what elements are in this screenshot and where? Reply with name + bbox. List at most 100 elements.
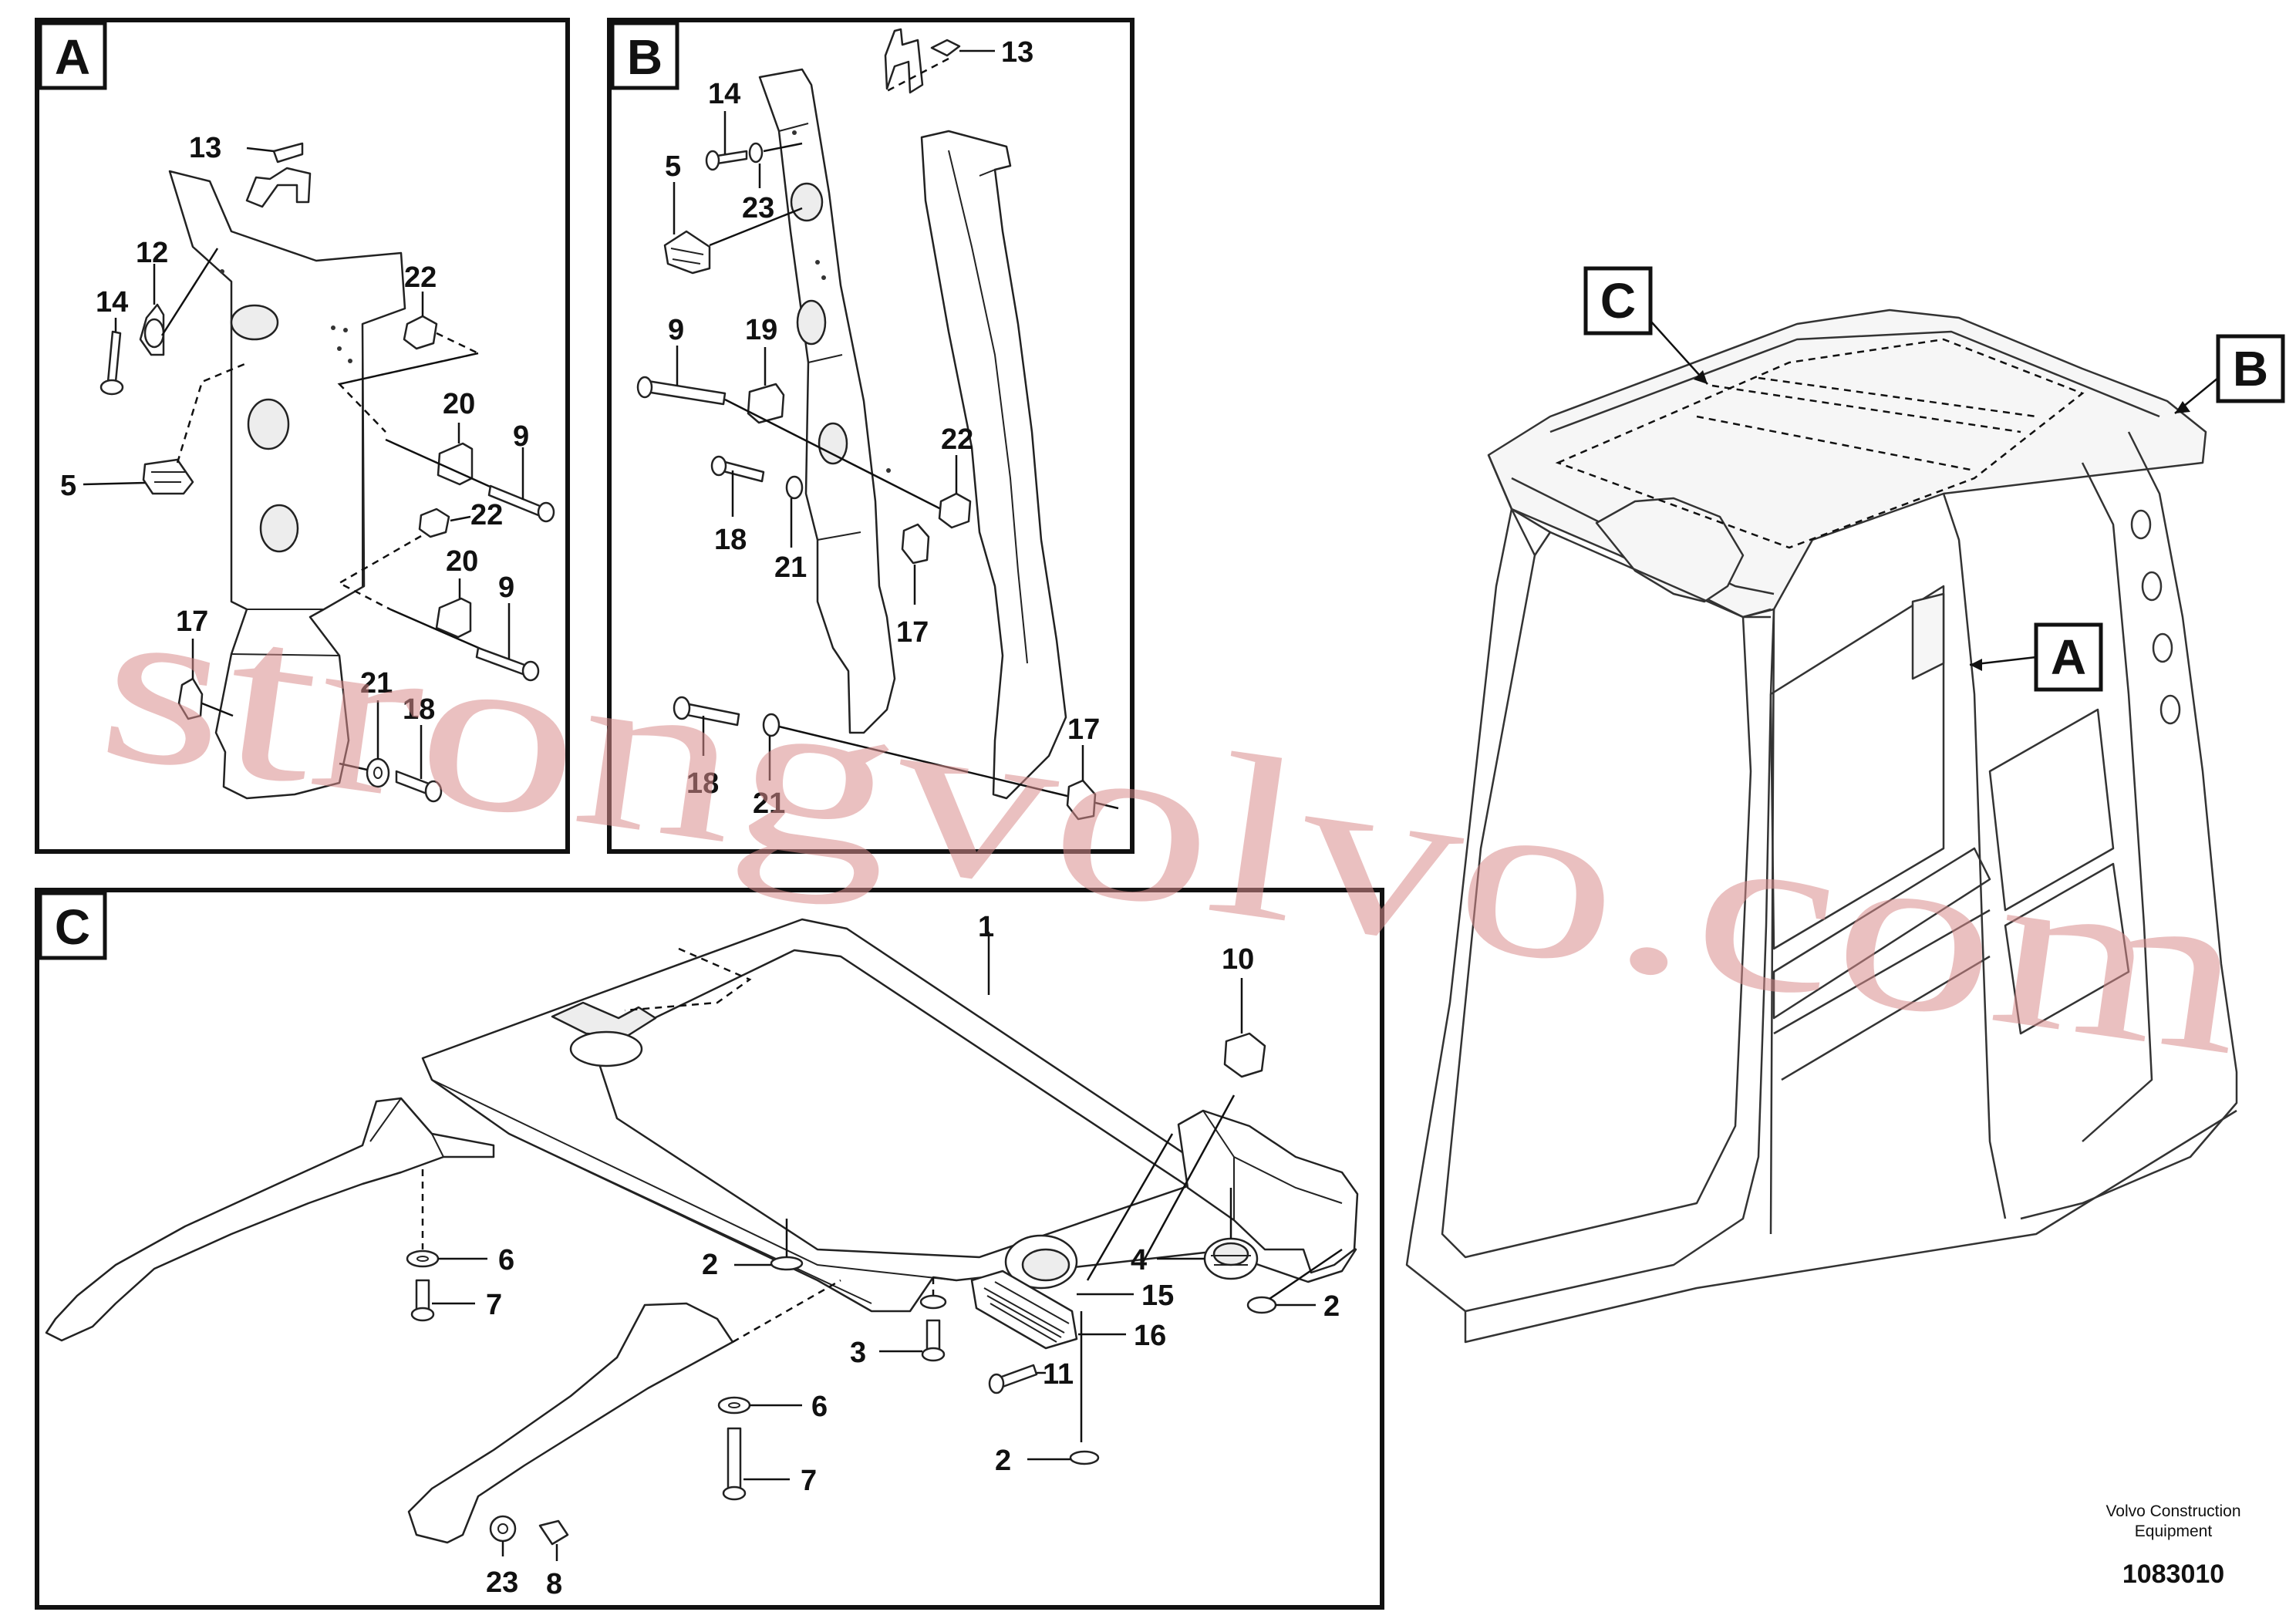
callout-17-b-upper: 17: [896, 616, 929, 649]
callout-2-c-b: 2: [1323, 1290, 1340, 1323]
callout-18-b-upper: 18: [714, 524, 747, 556]
screw-7-c-right: [727, 1427, 742, 1490]
callout-7-c-left: 7: [486, 1289, 502, 1321]
panel-a: A 13 12 14 5 22: [35, 18, 570, 854]
callout-2-c-a: 2: [702, 1249, 718, 1281]
overview-tag-c-box: [1583, 266, 1653, 336]
roof-panel-inner: [592, 949, 1189, 1259]
callout-22-b: 22: [941, 423, 973, 456]
overview-tag-b: B: [2233, 341, 2268, 396]
cab-roof-hatch: [1595, 497, 1745, 603]
callout-3-c: 3: [850, 1337, 866, 1369]
clip-5-a: [142, 458, 194, 495]
panel-a-label: A: [55, 29, 90, 85]
pillar-hole: [796, 299, 827, 346]
overview-tag-a: A: [2051, 629, 2086, 685]
cab-mid-pillar: [1942, 493, 2007, 1219]
nut-22-a-lower: [418, 508, 450, 538]
panel-c: C 1 6 7 2 3: [35, 888, 1384, 1610]
callout-6-c-right: 6: [811, 1391, 828, 1423]
right-roof-trim: [407, 1302, 734, 1544]
callout-23-c: 23: [486, 1566, 518, 1599]
clip-20-a-upper: [437, 442, 474, 486]
callout-9-b: 9: [668, 314, 684, 346]
screw-3-c: [925, 1319, 941, 1351]
callout-14-b: 14: [708, 78, 740, 110]
screw-11-c: [998, 1364, 1038, 1388]
clip-20-a-lower: [435, 597, 472, 639]
callout-11-c: 11: [1043, 1358, 1074, 1391]
cab-panel: [1911, 592, 1945, 680]
nut-22-a-upper: [403, 315, 438, 350]
screw-14-b: [716, 150, 748, 165]
screw-7-c-left: [415, 1279, 430, 1313]
callout-1-c: 1: [978, 911, 994, 943]
panel-b-label: B: [627, 29, 663, 85]
callout-13-b: 13: [1001, 36, 1033, 69]
callout-7-c-right: 7: [801, 1465, 817, 1497]
washer-23-b: [748, 142, 764, 164]
callout-21-a: 21: [360, 667, 393, 700]
callout-10-c: 10: [1222, 943, 1254, 976]
clip-13-b: [930, 39, 961, 57]
callout-17-a: 17: [176, 605, 208, 638]
callout-20-a-lower: 20: [446, 545, 478, 578]
pillar-trim-b-front: [758, 68, 896, 734]
panel-a-label-box: [38, 21, 107, 90]
cab-windshield: [1441, 508, 1752, 1259]
washer-6-c-right: [717, 1396, 751, 1415]
overview-tag-a-box: [2034, 622, 2103, 692]
callout-15-c: 15: [1141, 1280, 1174, 1312]
panel-b-frame: [607, 18, 1135, 854]
callout-21-b-upper: 21: [774, 551, 807, 584]
callout-5-a: 5: [60, 470, 76, 502]
pillar-hole: [818, 422, 848, 465]
callout-4-c: 4: [1131, 1244, 1147, 1276]
panel-b: B 13 14 23 5: [607, 18, 1135, 854]
overview-tag-b-box: [2216, 334, 2285, 403]
air-duct: [1177, 1109, 1359, 1274]
roof-vent-opening: [569, 1030, 643, 1067]
panel-c-frame: [35, 888, 1384, 1610]
washer-3-c: [919, 1294, 947, 1310]
callout-14-a: 14: [96, 286, 128, 319]
callout-23-b: 23: [742, 192, 774, 224]
callout-16-c: 16: [1134, 1320, 1166, 1352]
callout-18-a: 18: [403, 693, 435, 726]
cab-roof: [1487, 309, 2207, 619]
callout-6-c-left: 6: [498, 1244, 514, 1276]
callout-9-a-lower: 9: [498, 572, 514, 604]
callout-8-c: 8: [546, 1568, 562, 1600]
cab-overview: C B A: [1405, 266, 2285, 1344]
spacer-19-b: [747, 383, 785, 424]
callout-20-a-upper: 20: [443, 388, 475, 420]
pillar-hole: [247, 398, 290, 450]
overview-tag-c: C: [1600, 273, 1636, 329]
rivet-8-c: [538, 1519, 569, 1546]
company-line1: Volvo Construction: [2106, 1502, 2240, 1520]
callout-12-a: 12: [136, 237, 168, 269]
washer-2-c-a: [770, 1256, 804, 1271]
pillar-trim-b-rear: [920, 130, 1067, 800]
bracket-13-a: [245, 167, 312, 208]
callout-9-a-upper: 9: [513, 420, 529, 453]
left-roof-trim: [45, 1097, 495, 1342]
clip-13-a: [272, 142, 304, 164]
pillar-hole: [259, 504, 299, 553]
callout-22-a-upper: 22: [404, 261, 437, 294]
panel-b-label-box: [610, 21, 679, 90]
clip-17-b-upper: [901, 523, 930, 565]
pillar-hole: [790, 182, 824, 222]
company-line2: Equipment: [2135, 1523, 2213, 1540]
pillar-hole: [230, 304, 279, 341]
panel-c-label: C: [55, 899, 90, 955]
callout-21-b-lower: 21: [753, 787, 785, 820]
washer-23-c: [489, 1515, 517, 1543]
panel-a-frame: [35, 18, 570, 854]
cab-rear-pillar: [2020, 431, 2238, 1220]
washer-2-c-c: [1069, 1450, 1100, 1465]
callout-5-b: 5: [665, 150, 681, 183]
callout-2-c-c: 2: [995, 1445, 1011, 1477]
screw-18-b-upper: [719, 460, 765, 483]
